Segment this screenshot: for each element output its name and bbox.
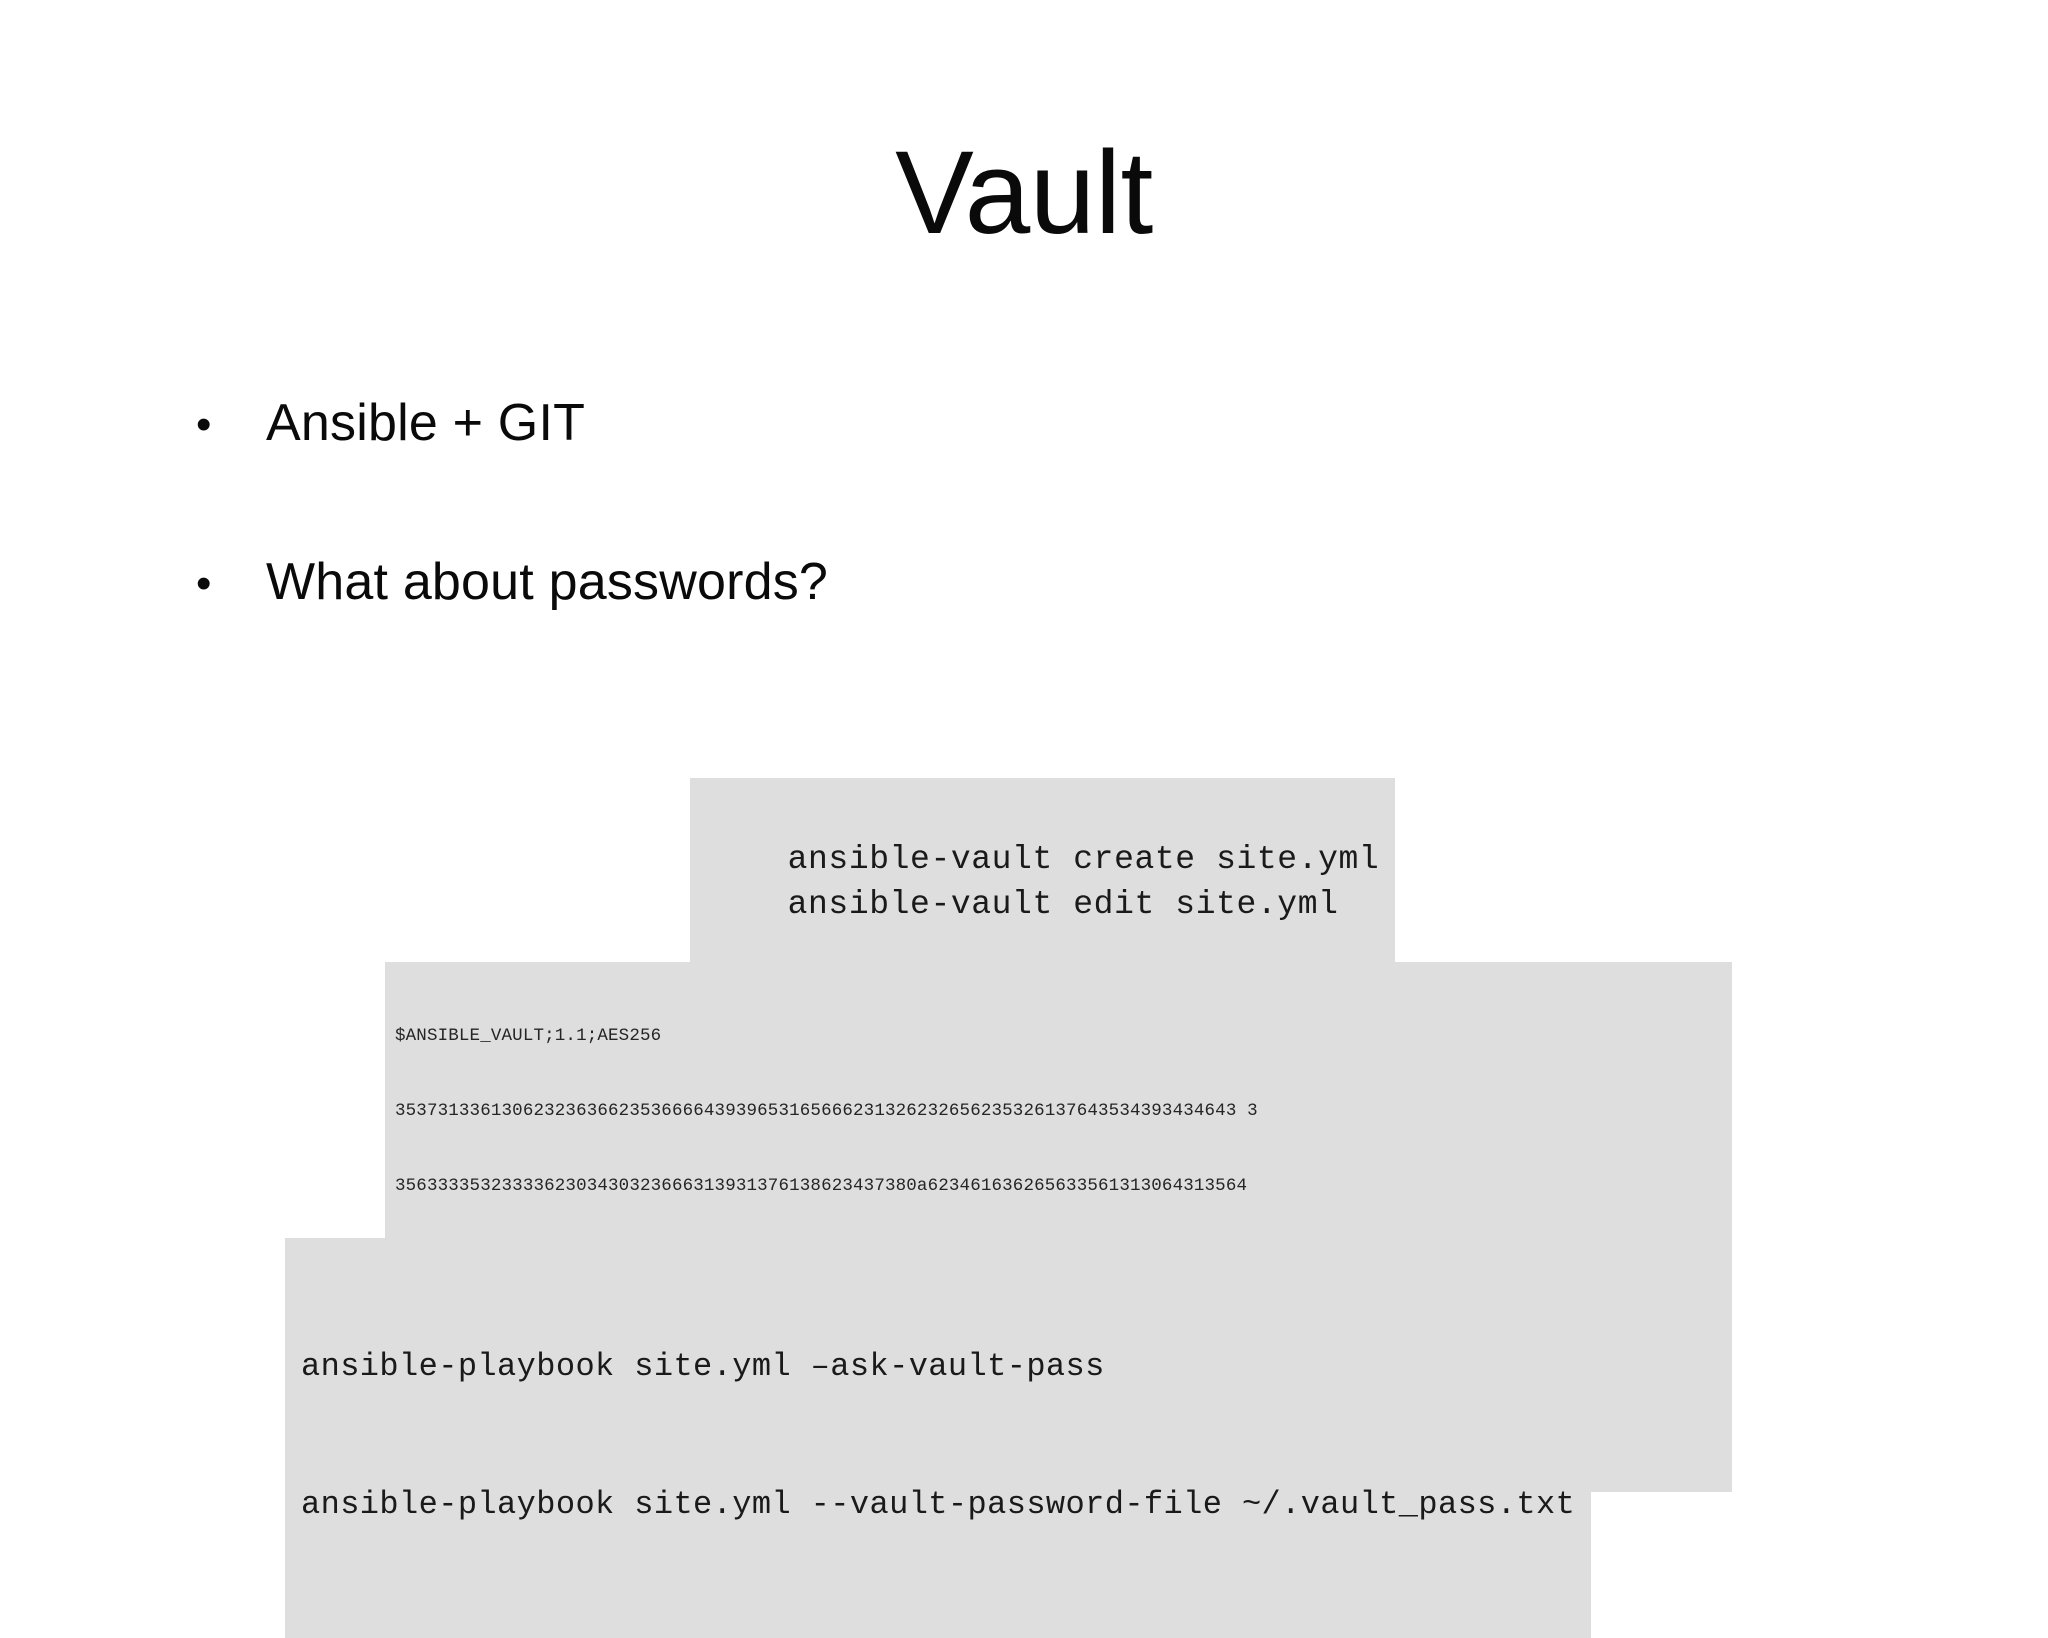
bullet-text-ansible-git: Ansible + GIT xyxy=(266,394,586,452)
bullet-list: • Ansible + GIT • What about passwords? xyxy=(196,392,1696,710)
vault-cipher-line-2: 3563333532333362303430323666313931376138… xyxy=(395,1176,1248,1196)
code-line-playbook-vault-password-file: ansible-playbook site.yml --vault-passwo… xyxy=(301,1486,1576,1523)
vault-header-line: $ANSIBLE_VAULT;1.1;AES256 xyxy=(395,1026,662,1046)
code-line-vault-create: ansible-vault create site.yml xyxy=(787,841,1380,878)
bullet-point-icon: • xyxy=(196,400,212,449)
page-title: Vault xyxy=(895,127,1153,259)
list-item: • Ansible + GIT xyxy=(196,392,1696,458)
code-block-ansible-playbook-commands: ansible-playbook site.yml –ask-vault-pas… xyxy=(285,1238,1592,1638)
code-line-playbook-ask-vault-pass: ansible-playbook site.yml –ask-vault-pas… xyxy=(301,1348,1105,1385)
bullet-text-what-about-passwords: What about passwords? xyxy=(266,553,829,611)
code-line-vault-edit: ansible-vault edit site.yml xyxy=(787,886,1339,923)
vault-cipher-line-1: 3537313361306232363662353666643939653165… xyxy=(395,1101,1258,1121)
code-block-ansible-vault-commands: ansible-vault create site.yml ansible-va… xyxy=(690,778,1396,988)
list-item: • What about passwords? xyxy=(196,551,1696,617)
slide-canvas: Vault • Ansible + GIT • What about passw… xyxy=(196,127,1732,1638)
bullet-point-icon: • xyxy=(196,559,212,608)
